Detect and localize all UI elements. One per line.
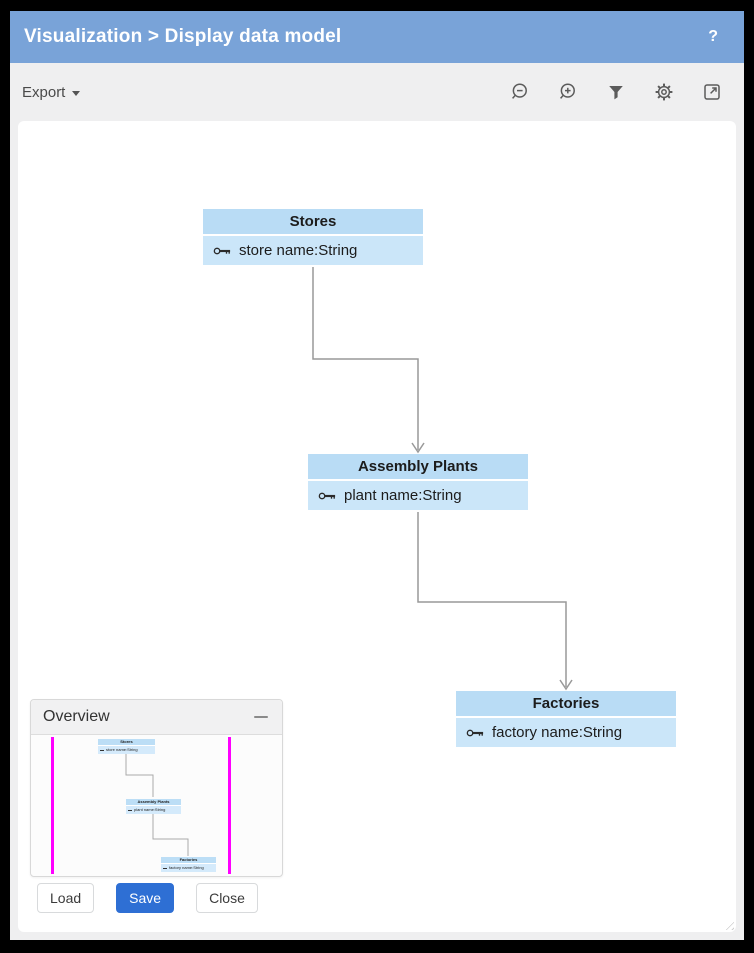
arrowhead-assembly <box>411 442 425 454</box>
entity-field-row: store name:String <box>203 236 423 265</box>
entity-field-label: factory name:String <box>492 724 623 741</box>
connector-stores-assembly <box>312 267 419 450</box>
title-bar: Visualization > Display data model ? <box>10 11 744 63</box>
toolbar: Export <box>10 63 744 121</box>
minimize-icon[interactable] <box>252 710 270 724</box>
key-icon <box>128 809 132 811</box>
action-buttons: Load Save Close <box>37 883 258 913</box>
key-icon <box>163 867 167 869</box>
key-icon <box>318 490 336 502</box>
diagram-canvas[interactable]: Stores store name:String Assembly Plants <box>18 121 736 932</box>
key-icon <box>466 727 484 739</box>
resize-handle[interactable] <box>722 918 734 930</box>
entity-assembly-plants[interactable]: Assembly Plants plant name:String <box>308 454 528 510</box>
entity-stores[interactable]: Stores store name:String <box>203 209 423 265</box>
export-dropdown[interactable]: Export <box>22 83 81 101</box>
expand-icon[interactable] <box>702 82 722 102</box>
mini-entity-title: Assembly Plants <box>126 799 181 806</box>
mini-entity-title: Factories <box>161 857 216 864</box>
save-button[interactable]: Save <box>116 883 175 913</box>
mini-entity-assembly-plants: Assembly Plants plant name:String <box>126 799 181 814</box>
overview-header[interactable]: Overview <box>31 700 282 735</box>
gear-icon[interactable] <box>654 82 674 102</box>
mini-entity-field: plant name:String <box>126 806 181 814</box>
key-icon <box>213 245 231 257</box>
mini-entity-factories: Factories factory name:String <box>161 857 216 872</box>
overview-minimap[interactable]: Stores store name:String Assembly Plants… <box>31 735 282 876</box>
entity-title: Stores <box>203 209 423 236</box>
overview-panel: Overview Stores store name:String <box>30 699 283 877</box>
entity-title: Factories <box>456 691 676 718</box>
key-icon <box>100 749 104 751</box>
app-window: Visualization > Display data model ? Exp… <box>10 11 744 940</box>
breadcrumb: Visualization > Display data model <box>24 26 342 47</box>
toolbar-icons <box>510 82 722 102</box>
entity-field-row: plant name:String <box>308 481 528 510</box>
caret-down-icon <box>72 90 81 96</box>
load-button[interactable]: Load <box>37 883 95 913</box>
viewport-line-left[interactable] <box>51 737 54 874</box>
arrowhead-factories <box>559 679 573 691</box>
entity-field-label: store name:String <box>239 242 358 259</box>
mini-entity-field: store name:String <box>98 746 155 754</box>
entity-field-row: factory name:String <box>456 718 676 747</box>
mini-entity-field: factory name:String <box>161 864 216 872</box>
mini-entity-stores: Stores store name:String <box>98 739 155 754</box>
zoom-in-icon[interactable] <box>558 82 578 102</box>
entity-title: Assembly Plants <box>308 454 528 481</box>
help-icon[interactable]: ? <box>708 28 718 45</box>
viewport-line-right[interactable] <box>228 737 231 874</box>
close-button[interactable]: Close <box>196 883 258 913</box>
connector-assembly-factories <box>417 512 567 687</box>
entity-factories[interactable]: Factories factory name:String <box>456 691 676 747</box>
zoom-out-icon[interactable] <box>510 82 530 102</box>
overview-title: Overview <box>43 708 110 725</box>
filter-icon[interactable] <box>606 82 626 102</box>
mini-entity-title: Stores <box>98 739 155 746</box>
export-label: Export <box>22 83 66 101</box>
entity-field-label: plant name:String <box>344 487 462 504</box>
